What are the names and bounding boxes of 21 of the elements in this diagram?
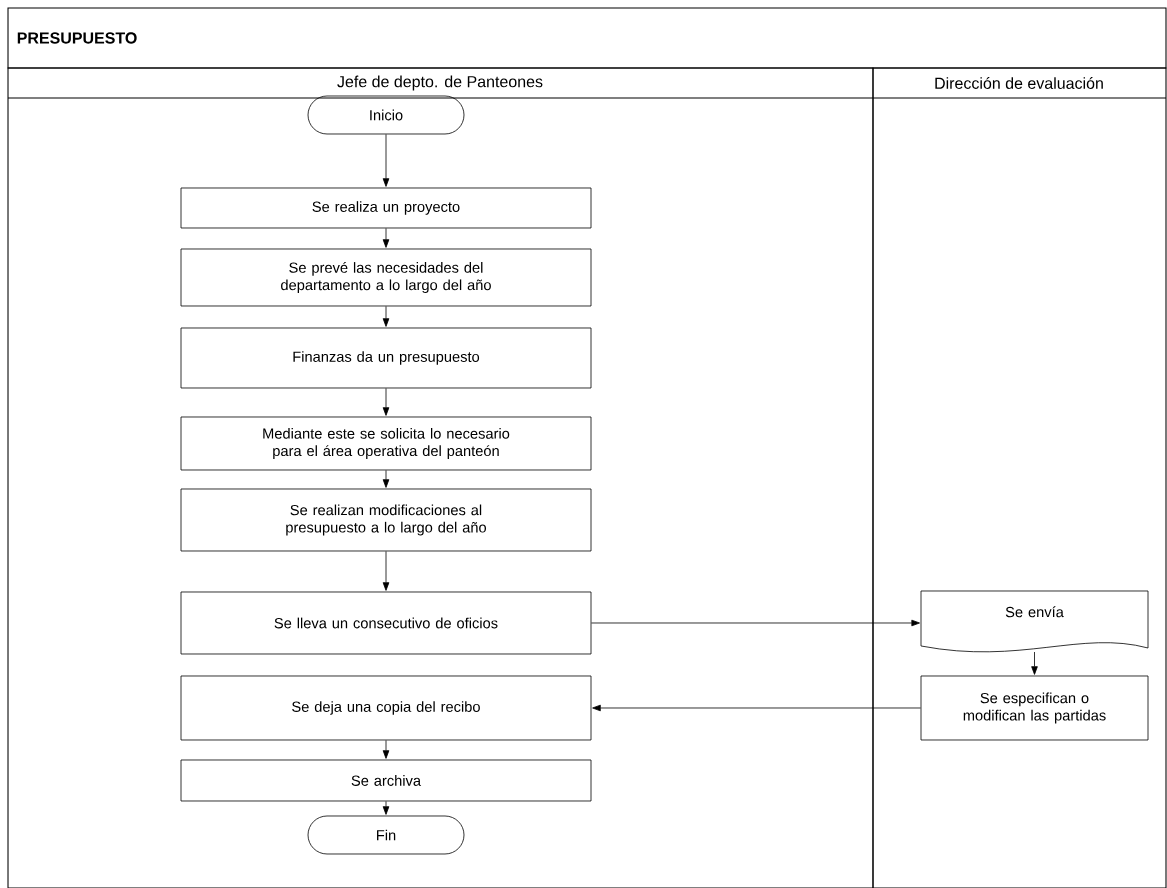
process-box: Se realizan modificaciones al presupuesto a lo largo del año xyxy=(180,488,592,552)
process-box: Se lleva un consecutivo de oficios xyxy=(180,591,592,655)
process-box: Se prevé las necesidades del departamento a lo largo del año xyxy=(180,248,592,307)
arrow xyxy=(382,551,390,591)
arrow xyxy=(382,470,390,488)
process-box: Se especifican o modifican las partidas xyxy=(920,675,1149,741)
arrow xyxy=(382,306,390,327)
arrow xyxy=(382,801,390,815)
arrow xyxy=(382,740,390,759)
process-box: Se deja una copia del recibo xyxy=(180,675,592,741)
process-box: Se realiza un proyecto xyxy=(180,187,592,229)
process-box: Mediante este se solicita lo necesario para el área operativa del panteón xyxy=(180,416,592,471)
process-box: Se archiva xyxy=(180,759,592,802)
title-bar: PRESUPUESTO xyxy=(7,7,1167,69)
arrow xyxy=(592,704,921,712)
arrow xyxy=(382,134,390,187)
arrow xyxy=(382,388,390,416)
arrow xyxy=(1031,651,1038,675)
arrow xyxy=(591,619,920,627)
process-box: Finanzas da un presupuesto xyxy=(180,327,592,389)
arrow xyxy=(382,228,390,248)
